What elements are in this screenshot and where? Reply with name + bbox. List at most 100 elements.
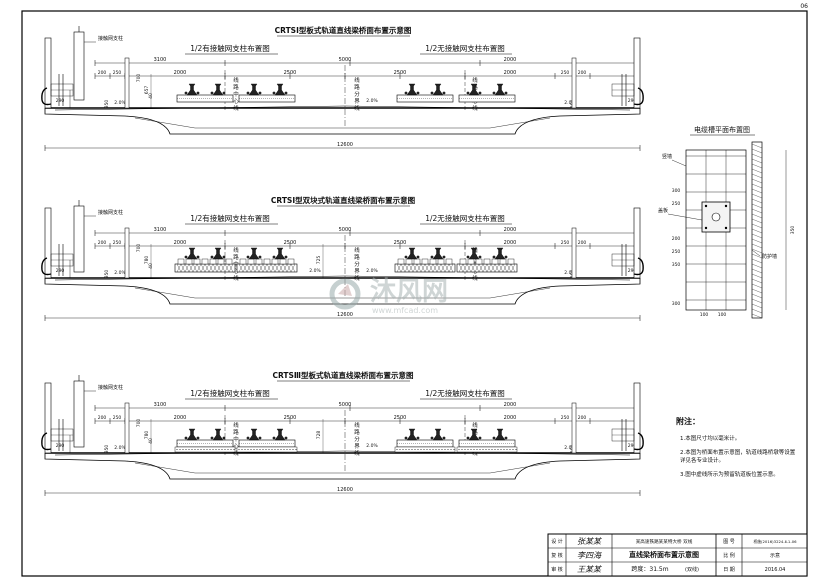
track-slab: [396, 83, 454, 103]
track-slab: [236, 247, 298, 273]
dim-2000-top: 2000: [504, 402, 517, 408]
svg-text:线: 线: [233, 76, 239, 84]
dim-350-left: 350: [104, 100, 110, 109]
note-2b: 详见各专业设计。: [680, 456, 724, 464]
svg-text:线: 线: [354, 274, 360, 282]
dim-290-right: 290: [628, 268, 637, 274]
dim-250-r: 250: [561, 70, 570, 76]
half-with-title: 1/2有接触网支柱布置图: [190, 213, 270, 223]
svg-text:分: 分: [354, 435, 360, 443]
dim-2000-r: 2000: [504, 70, 517, 76]
dim-100-bot2: 100: [718, 312, 727, 318]
dim-2000-r: 2000: [504, 240, 517, 246]
left-edge-trough: [41, 37, 74, 109]
dim-250-l: 250: [113, 415, 122, 421]
slope-right: 2.0%: [564, 270, 576, 276]
svg-text:界: 界: [354, 443, 360, 450]
watermark-logo: 沐风网 www.mfcad.com: [329, 277, 448, 315]
dim-5000: 5000: [339, 57, 352, 63]
section-title: CRTSⅢ型板式轨道直线梁桥面布置示意图: [272, 370, 414, 380]
dim-200-r: 200: [578, 415, 587, 421]
svg-text:路: 路: [354, 428, 360, 436]
track-slab: [176, 83, 234, 103]
right-edge-trough: [611, 37, 644, 109]
svg-text:线: 线: [472, 449, 478, 457]
dim-200: 200: [98, 415, 107, 421]
right-edge-trough: [611, 207, 644, 279]
signature-reviewer: 王某某: [577, 565, 603, 574]
label-vertical-wall: 竖墙: [662, 153, 672, 160]
tb-date-label: 日 期: [723, 567, 735, 573]
label-guard-wall: 防护墙: [762, 253, 777, 260]
dim-200: 200: [98, 70, 107, 76]
dim-250-l: 250: [113, 240, 122, 246]
dim-300-top: 300: [672, 188, 681, 194]
tb-scale-label: 比 例: [723, 552, 735, 559]
svg-text:心: 心: [233, 98, 239, 105]
dim-3100: 3100: [154, 57, 167, 63]
svg-text:分: 分: [354, 90, 360, 98]
notes-block: 附注： 1.本图尺寸均以毫米计。 2.本图为桥面布置示意图，轨道线路桥墩等设置 …: [676, 416, 796, 478]
tb-review-label: 审 核: [551, 566, 563, 573]
tb-date-value: 2016.04: [765, 567, 786, 573]
svg-text:线: 线: [354, 104, 360, 112]
note-1: 1.本图尺寸均以毫米计。: [680, 434, 740, 442]
dim-100-bot: 100: [700, 312, 709, 318]
pole-label: 接触网支柱: [98, 384, 123, 391]
guard-wall-right: [571, 227, 577, 279]
dim-2500-r: 2500: [394, 70, 407, 76]
dim-290-left: 290: [56, 268, 65, 274]
dim-728: 728: [316, 431, 322, 440]
svg-text:界: 界: [354, 98, 360, 105]
slope-right: 2.0%: [564, 445, 576, 451]
half-with-title: 1/2有接触网支柱布置图: [190, 43, 270, 53]
svg-text:路: 路: [233, 253, 239, 261]
tb-number-value: 桥施(2016)3224-Ⅱ-1-06: [753, 539, 797, 544]
bolt: [704, 226, 708, 230]
half-without-title: 1/2无接触网支柱布置图: [425, 43, 505, 53]
svg-text:心: 心: [233, 443, 239, 450]
svg-text:线: 线: [354, 246, 360, 254]
tb-drawing-title: 直线梁桥面布置示意图: [629, 550, 699, 559]
dim-700: 700: [136, 244, 142, 253]
dim-200: 200: [98, 240, 107, 246]
svg-text:线: 线: [233, 246, 239, 254]
catenary-pole: [73, 380, 85, 448]
tb-design-label: 设 计: [551, 538, 563, 545]
svg-text:线: 线: [233, 421, 239, 429]
dim-780: 780: [144, 431, 150, 440]
svg-text:线: 线: [354, 449, 360, 457]
svg-text:路: 路: [354, 83, 360, 91]
svg-text:线: 线: [472, 104, 478, 112]
svg-text:心: 心: [233, 268, 239, 275]
dim-2000-l: 2000: [174, 415, 187, 421]
guard-wall-left: [124, 57, 130, 109]
dim-290-left: 290: [56, 98, 65, 104]
notes-title: 附注：: [676, 416, 700, 426]
dim-200-r: 200: [578, 240, 587, 246]
dim-250-left: 250: [672, 201, 681, 207]
dim-250-r: 250: [561, 415, 570, 421]
svg-text:分: 分: [354, 260, 360, 268]
dim-2500-r: 2500: [394, 240, 407, 246]
svg-text:界: 界: [354, 268, 360, 275]
pole-label: 接触网支柱: [98, 35, 123, 42]
track-slab: [174, 428, 236, 453]
pole-label: 接触网支柱: [98, 209, 123, 216]
tb-check-label: 复 核: [551, 552, 563, 559]
dim-2500-r: 2500: [394, 415, 407, 421]
svg-text:线: 线: [472, 274, 478, 282]
svg-text:线: 线: [354, 76, 360, 84]
tb-project: 某高速铁路某某特大桥 双线: [636, 538, 693, 545]
dim-5000: 5000: [339, 227, 352, 233]
catenary-pole: [73, 205, 85, 273]
dim-3100: 3100: [154, 402, 167, 408]
dim-12600: 12600: [337, 487, 353, 493]
